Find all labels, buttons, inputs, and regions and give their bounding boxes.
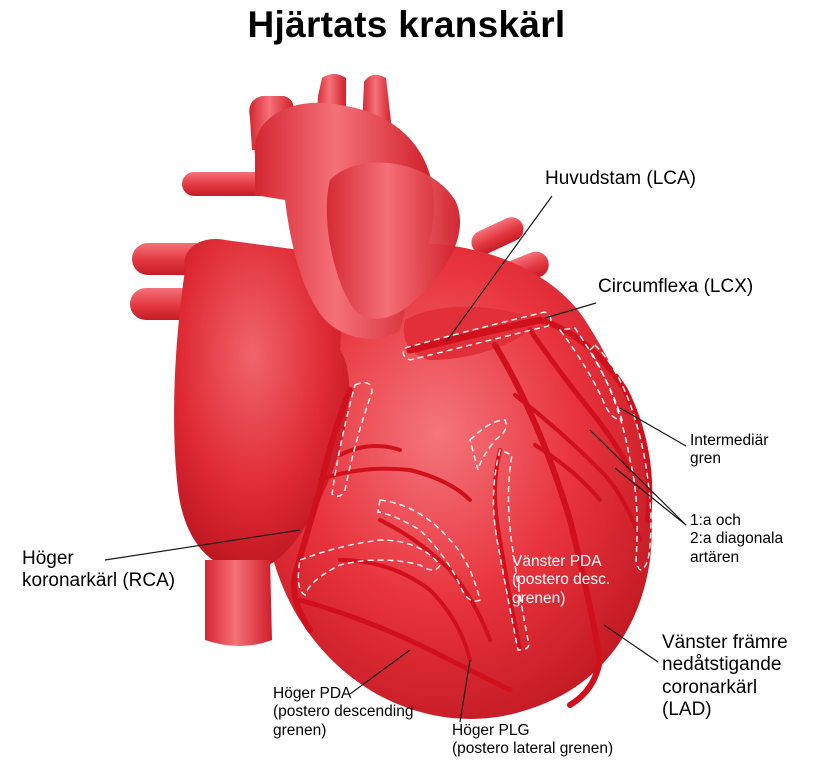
- label-intermediate: Intermediär gren: [690, 432, 768, 469]
- label-diagonal: 1:a och 2:a diagonala artären: [690, 512, 783, 567]
- page-title: Hjärtats kranskärl: [0, 4, 813, 46]
- label-lad: Vänster främre nedåtstigande coronarkärl…: [662, 632, 788, 722]
- label-lcx: Circumflexa (LCX): [598, 276, 753, 298]
- label-right-pda: Höger PDA (postero descending grenen): [273, 685, 413, 740]
- label-right-plg: Höger PLG (postero lateral grenen): [452, 722, 613, 759]
- label-left-pda: Vänster PDA (postero desc. grenen): [512, 553, 610, 608]
- label-lca: Huvudstam (LCA): [545, 168, 696, 190]
- label-rca: Höger koronarkärl (RCA): [22, 548, 175, 593]
- inferior-vena-cava: [205, 560, 272, 646]
